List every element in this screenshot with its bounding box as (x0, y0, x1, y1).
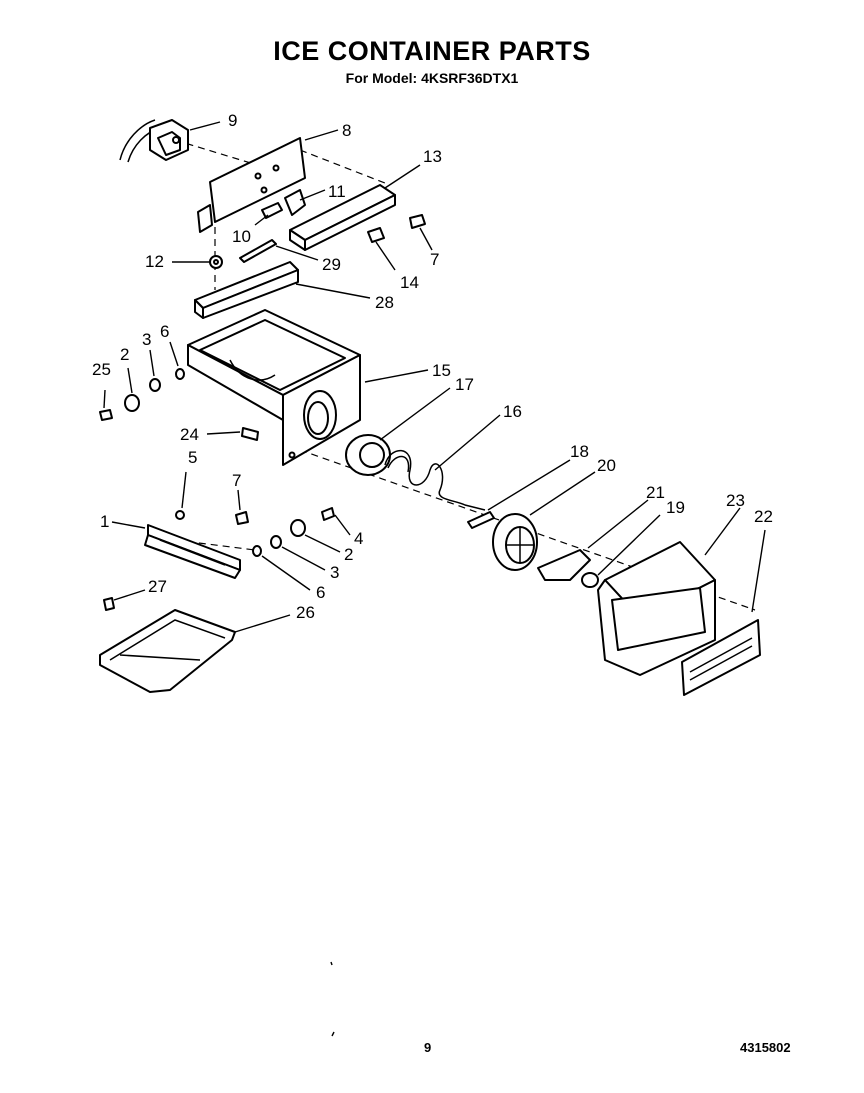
part-26-bottom-plate (99, 609, 236, 693)
callout-26: 26 (296, 603, 315, 622)
lower-fasteners (175, 507, 335, 557)
part-1-shelf-bracket (144, 524, 241, 579)
callout-12: 12 (145, 252, 164, 271)
part-27-screw (103, 597, 115, 611)
part-14-screw (367, 227, 385, 243)
part-17-ring (345, 434, 391, 476)
callout-3a: 3 (142, 330, 151, 349)
callout-23: 23 (726, 491, 745, 510)
callout-19: 19 (666, 498, 685, 517)
part-7-screw-upper (409, 214, 426, 229)
callout-2a: 2 (120, 345, 129, 364)
callout-24: 24 (180, 425, 199, 444)
part-8-mounting-plate (197, 137, 306, 233)
callout-6a: 6 (160, 322, 169, 341)
callout-17: 17 (455, 375, 474, 394)
callout-29: 29 (322, 255, 341, 274)
callout-21: 21 (646, 483, 665, 502)
callout-22: 22 (754, 507, 773, 526)
callout-15: 15 (432, 361, 451, 380)
callout-18: 18 (570, 442, 589, 461)
part-19-nut (581, 572, 599, 588)
callout-16: 16 (503, 402, 522, 421)
callout-1: 1 (100, 512, 109, 531)
callout-7a: 7 (430, 250, 439, 269)
page-number: 9 (424, 1040, 432, 1055)
part-28-rail (194, 261, 299, 319)
callout-4: 4 (354, 529, 363, 548)
callout-11: 11 (328, 182, 346, 201)
part-11-clip (284, 189, 306, 216)
part-9-motor (119, 119, 189, 163)
document-code: 4315802 (740, 1040, 791, 1055)
leader-lines (103, 121, 766, 633)
part-13-bracket (289, 184, 396, 251)
part-23-bucket (597, 541, 716, 676)
callout-25: 25 (92, 360, 111, 379)
part-18-pin (467, 511, 495, 529)
part-15-housing (187, 309, 361, 466)
page-title: ICE CONTAINER PARTS (273, 36, 591, 66)
model-subtitle: For Model: 4KSRF36DTX1 (345, 70, 519, 86)
callout-27: 27 (148, 577, 167, 596)
part-12-nut (209, 255, 223, 269)
part-20-impeller (492, 513, 538, 571)
part-29-rod (239, 239, 277, 263)
callout-9: 9 (228, 111, 237, 130)
part-16-auger (384, 449, 486, 511)
part-21-linkage (537, 549, 591, 581)
callout-8: 8 (342, 121, 351, 140)
callout-28: 28 (375, 293, 394, 312)
callout-20: 20 (597, 456, 616, 475)
callout-13: 13 (423, 147, 442, 166)
callout-3b: 3 (330, 563, 339, 582)
callout-5: 5 (188, 448, 197, 467)
part-10-pin (261, 202, 283, 219)
part-24-screw (241, 427, 259, 441)
left-fasteners (99, 368, 185, 421)
callout-2b: 2 (344, 545, 353, 564)
callout-6b: 6 (316, 583, 325, 602)
callout-labels: 9 8 13 11 10 7 14 12 29 28 25 2 3 6 15 1… (92, 111, 773, 622)
callout-14: 14 (400, 273, 419, 292)
part-22-front-panel (681, 619, 761, 696)
callout-7b: 7 (232, 471, 241, 490)
callout-10: 10 (232, 227, 251, 246)
